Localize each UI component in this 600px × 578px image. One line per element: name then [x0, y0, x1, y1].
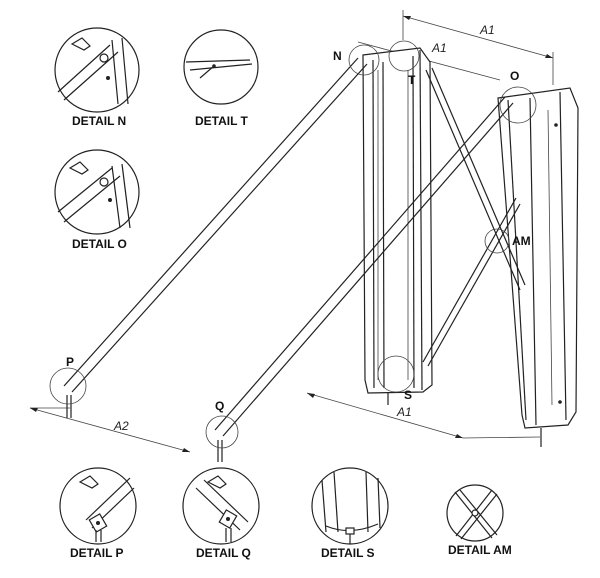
dimension-a2: A2: [29, 407, 191, 453]
dimension-label-a2: A2: [113, 419, 129, 433]
dimension-a1-top: A1: [402, 10, 554, 85]
detail-n-label: DETAIL N: [72, 114, 126, 128]
detail-n-view: [54, 27, 140, 113]
callout-circle-t: [388, 40, 420, 72]
callout-label-s: S: [404, 388, 412, 402]
detail-am-label: DETAIL AM: [448, 543, 512, 557]
callout-circle-p: [49, 367, 87, 405]
detail-o-label: DETAIL O: [72, 237, 127, 251]
cross-brace: [422, 67, 526, 367]
callout-circle-n: [348, 44, 380, 76]
front-post-right: [497, 87, 579, 447]
detail-o-view: [54, 149, 140, 235]
detail-t-label: DETAIL T: [195, 114, 249, 128]
detail-am-view: [446, 484, 504, 542]
callout-circle-am: [484, 228, 510, 254]
strut-o-to-q: [214, 96, 514, 437]
callout-label-am: AM: [512, 234, 531, 248]
detail-q-view: [182, 467, 260, 545]
callout-label-t: T: [408, 73, 416, 87]
callout-label-q: Q: [215, 399, 224, 413]
dimension-label-a1-top: A1: [479, 23, 495, 37]
foot-p: [66, 395, 72, 418]
detail-s-label: DETAIL S: [321, 546, 375, 560]
callout-circle-o: [499, 86, 537, 124]
dimension-label-a1-short: A1: [431, 41, 447, 55]
callout-label-o: O: [510, 69, 519, 83]
rear-post-left: [362, 47, 433, 405]
callout-label-n: N: [333, 49, 342, 63]
foot-q: [217, 440, 223, 462]
detail-s-view: [311, 467, 389, 545]
callout-label-p: P: [66, 355, 74, 369]
callout-circle-q: [205, 415, 239, 449]
detail-p-label: DETAIL P: [70, 546, 124, 560]
strut-n-to-p: [63, 57, 368, 393]
detail-t-view: [183, 29, 259, 105]
dimension-label-a1-bottom: A1: [396, 405, 412, 419]
dimension-a1-bottom: A1: [306, 392, 541, 439]
detail-p-view: [59, 467, 137, 545]
callout-circle-s: [377, 355, 415, 393]
detail-q-label: DETAIL Q: [196, 546, 251, 560]
